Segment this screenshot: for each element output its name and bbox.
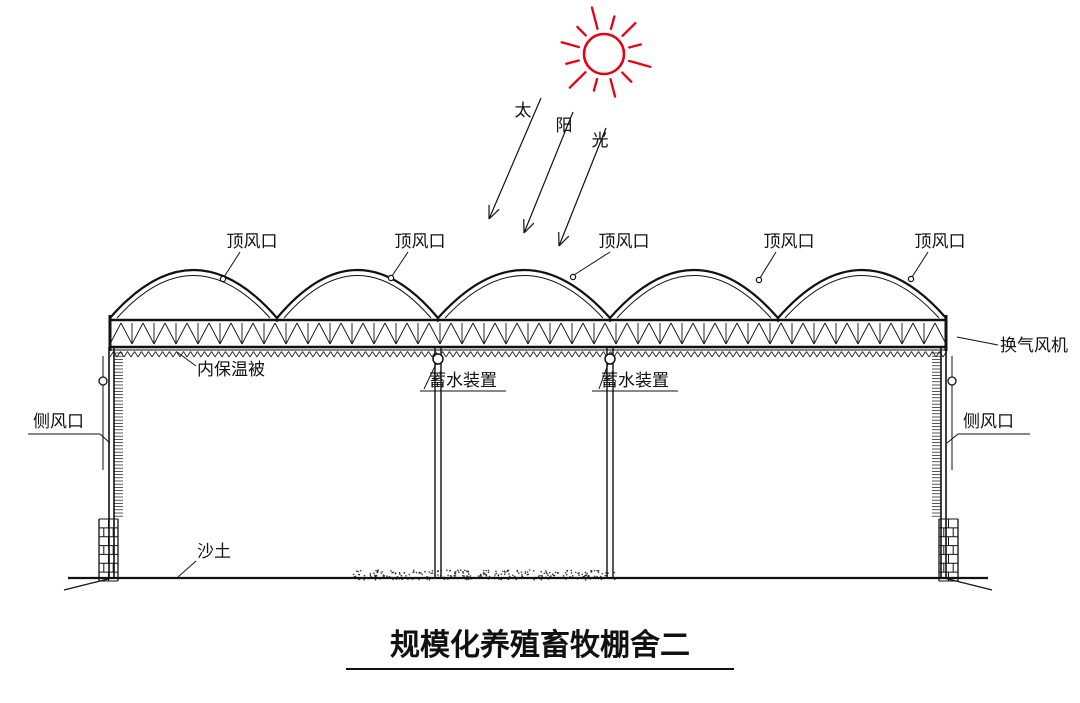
label-insulation: 内保温被 (197, 360, 265, 380)
sunlight-label-1: 太 (515, 101, 532, 121)
sunlight-label-2: 阳 (556, 116, 573, 136)
label-side-vent-right: 侧风口 (963, 412, 1014, 432)
label-top-vent-5: 顶风口 (915, 232, 966, 252)
label-water-left: 蓄水装置 (429, 371, 497, 391)
sunlight-label-3: 光 (592, 131, 609, 151)
brick-footings (98, 518, 959, 582)
walls-and-columns (98, 347, 957, 579)
drawing-title: 规模化养殖畜牧棚舍二 (390, 628, 690, 663)
roof-arches (109, 268, 947, 322)
insulation-layer (109, 349, 947, 358)
ground-line (63, 576, 993, 591)
label-top-vent-4: 顶风口 (764, 232, 815, 252)
label-top-vent-1: 顶风口 (227, 232, 278, 252)
label-soil: 沙土 (197, 542, 231, 562)
vent-nodes (219, 273, 915, 284)
roof-truss (108, 315, 948, 351)
sun-icon (560, 6, 652, 98)
sand-stipple (352, 569, 616, 581)
sunlight-arrows (488, 97, 607, 247)
label-top-vent-3: 顶风口 (599, 232, 650, 252)
label-top-vent-2: 顶风口 (395, 232, 446, 252)
label-water-right: 蓄水装置 (601, 371, 669, 391)
label-side-vent-left: 侧风口 (33, 412, 84, 432)
label-exhaust-fan: 换气风机 (1000, 336, 1068, 356)
side-curtain-hatch (114, 352, 941, 517)
leader-lines (28, 251, 1030, 578)
